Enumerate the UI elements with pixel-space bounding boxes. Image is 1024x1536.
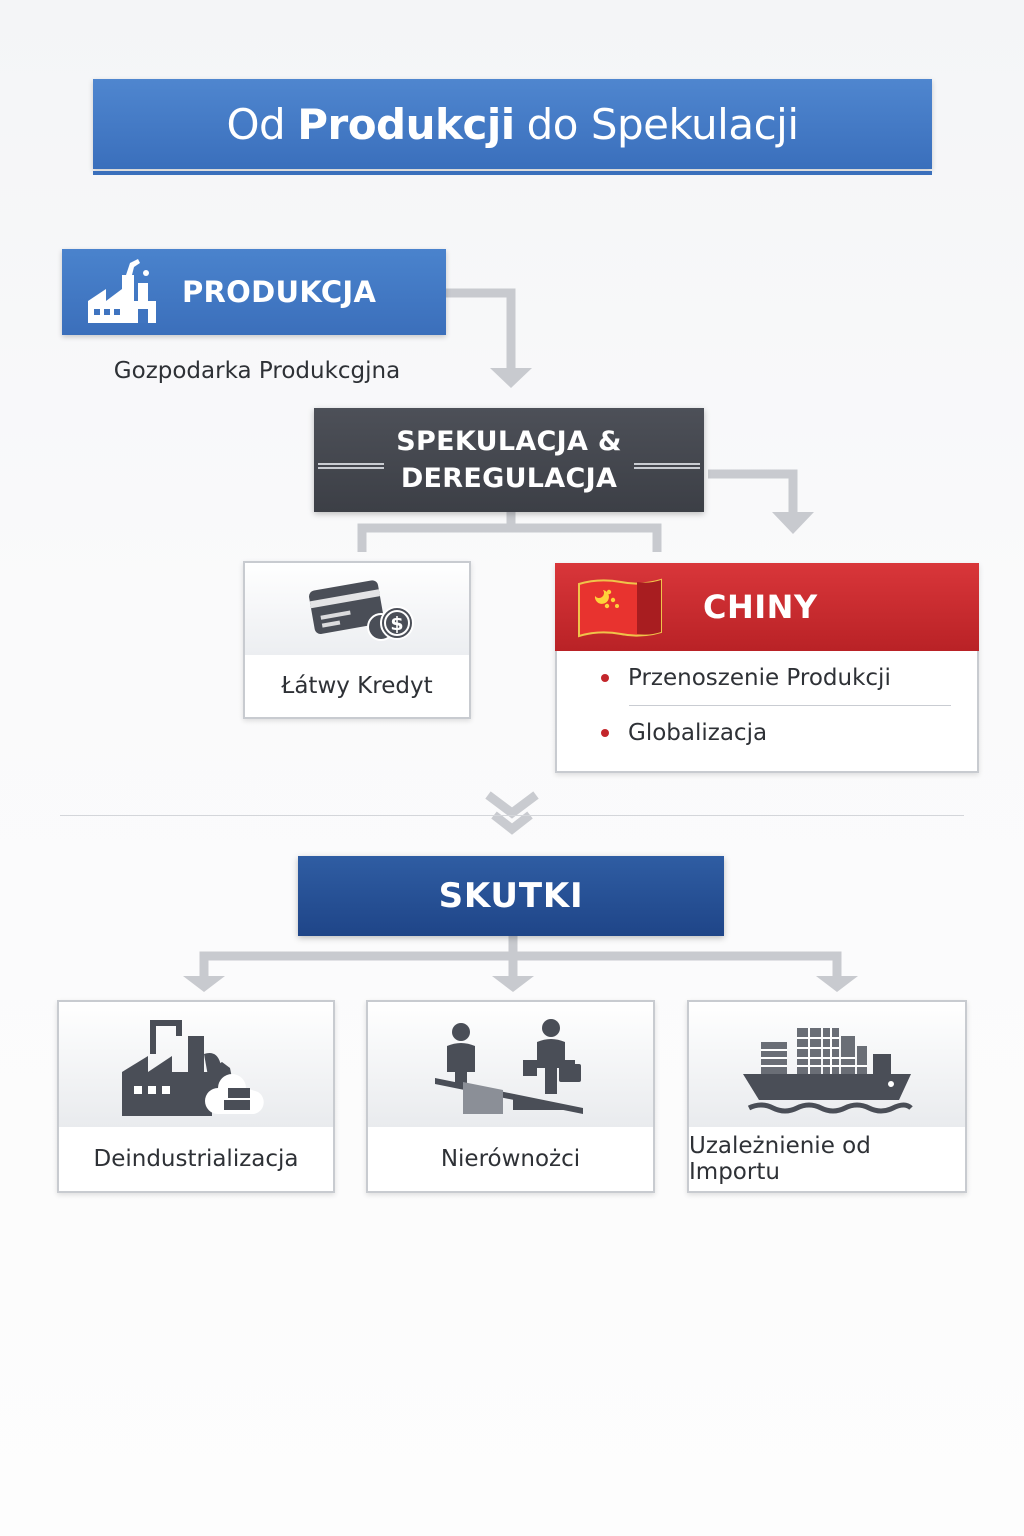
connector-skutki-branches xyxy=(199,951,842,976)
kredyt-label: Łátwy Kredyt xyxy=(281,673,433,699)
effect-card-import: Uzależnienie od Importu xyxy=(687,1000,967,1193)
title-underline xyxy=(93,171,932,175)
bullet-icon xyxy=(601,674,609,682)
spekulacja-line2: DEREGULACJA xyxy=(400,463,618,494)
skutki-node: SKUTKI xyxy=(298,856,724,936)
arrowhead-effect-1 xyxy=(183,976,225,992)
section-divider xyxy=(60,815,964,816)
connector-spekulacja-chiny xyxy=(708,469,798,512)
produkcja-node: PRODUKCJA xyxy=(62,249,446,335)
divider xyxy=(629,705,951,706)
kredyt-card: $ Łátwy Kredyt xyxy=(243,561,471,719)
chiny-list: Przenoszenie Produkcji Globalizacja xyxy=(557,651,977,760)
effect-card-deindustrializacja: Deindustrializacja xyxy=(57,1000,335,1193)
arrowhead-spekulacja xyxy=(490,368,532,388)
chiny-label: CHINY xyxy=(703,588,818,626)
inequality-scale-icon xyxy=(434,1019,583,1114)
title-suffix: do Spekulacji xyxy=(526,99,799,149)
spekulacja-node: SPEKULACJA & DEREGULACJA xyxy=(314,408,704,512)
cargo-ship-icon xyxy=(743,1028,913,1114)
arrowhead-effect-3 xyxy=(816,976,858,992)
skutki-label: SKUTKI xyxy=(438,876,584,916)
title-prefix: Od xyxy=(226,99,286,149)
list-item: Globalizacja xyxy=(601,706,951,760)
kredyt-icon-area: $ xyxy=(245,563,469,655)
effect-card-nierownosci: Nierównożci xyxy=(366,1000,655,1193)
chevron-down-icon xyxy=(485,791,539,835)
connector-produkcja-spekulacja xyxy=(446,288,516,368)
chiny-header: CHINY xyxy=(555,563,979,651)
svg-text:$: $ xyxy=(390,613,403,635)
page-title: Od Produkcji do Spekulacji xyxy=(93,79,932,169)
connector-spekulacja-branches xyxy=(357,523,662,552)
arrowhead-chiny xyxy=(772,512,814,534)
effect-icon-area xyxy=(59,1002,333,1127)
effect-label: Uzależnienie od Importu xyxy=(689,1133,871,1185)
list-item: Przenoszenie Produkcji xyxy=(601,651,951,705)
bullet-icon xyxy=(601,729,609,737)
spekulacja-rule-right xyxy=(634,463,700,469)
chiny-item-label: Globalizacja xyxy=(628,720,768,746)
effect-icon-area xyxy=(368,1002,653,1127)
effect-icon-area xyxy=(689,1002,965,1127)
arrowhead-effect-2 xyxy=(492,976,534,992)
demolished-factory-icon xyxy=(122,1020,264,1116)
produkcja-subtitle: Gozpodarka Produkcgjna xyxy=(113,358,401,384)
chiny-item-label: Przenoszenie Produkcji xyxy=(628,665,891,691)
spekulacja-label: SPEKULACJA & DEREGULACJA xyxy=(396,423,621,497)
produkcja-label: PRODUKCJA xyxy=(182,275,377,309)
spekulacja-line1: SPEKULACJA & xyxy=(396,426,622,457)
effect-label: Deindustrializacja xyxy=(93,1146,299,1172)
factory-icon xyxy=(88,259,156,323)
spekulacja-rule-left xyxy=(318,463,384,469)
chiny-card: CHINY Przenoszenie Produkcji Globalizacj… xyxy=(555,563,979,773)
china-flag-icon xyxy=(578,578,662,638)
title-bold: Produkcji xyxy=(297,99,515,149)
effect-label: Nierównożci xyxy=(440,1146,581,1172)
credit-card-coins-icon: $ xyxy=(309,580,414,641)
